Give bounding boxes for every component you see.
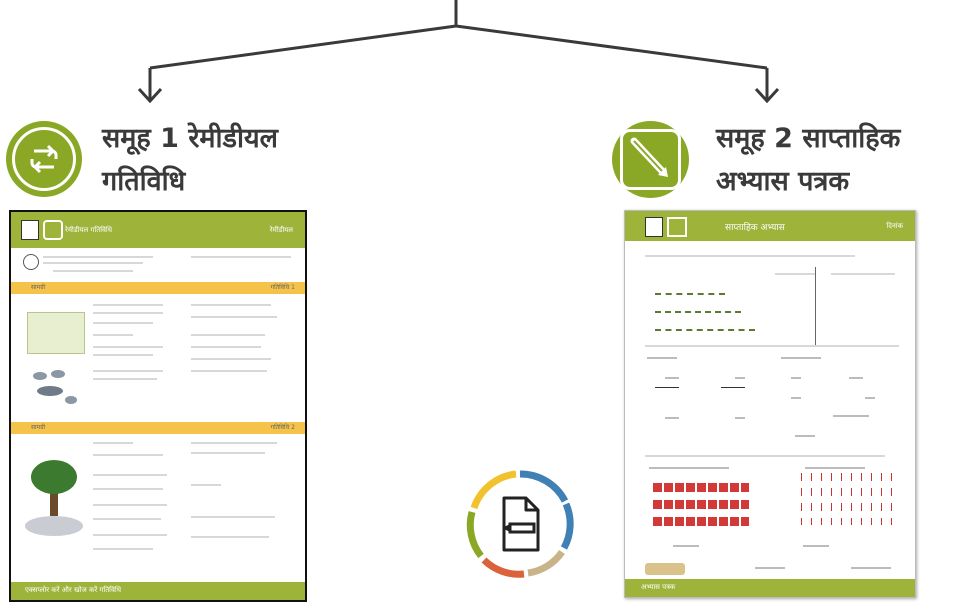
worksheet-footer: एक्सप्लोर करें और खोज करें गतिविधि [11, 582, 305, 600]
worksheet-footer-text: एक्सप्लोर करें और खोज करें गतिविधि [25, 586, 122, 594]
group1-heading-line1: समूह 1 रेमीडीयल [102, 123, 278, 154]
group2-heading-line1: समूह 2 साप्ताहिक [716, 123, 901, 154]
section1-right: गतिविधि 1 [270, 284, 295, 291]
graph-image [27, 312, 85, 354]
group1-badge [6, 121, 82, 197]
calendar-icon [645, 217, 663, 237]
document-pencil-icon [502, 496, 540, 552]
pencil-note-icon [630, 137, 668, 177]
objective-icon [23, 254, 39, 270]
group2-heading-line2: अभ्यास पत्रक [716, 166, 850, 197]
stones-image [31, 368, 79, 408]
refresh-loop-icon [43, 220, 63, 240]
red-fruit-grid [653, 483, 749, 527]
worksheet-header-title: रेमीडीयल गतिविधि [65, 226, 113, 234]
refresh-loop-icon [30, 144, 58, 174]
worksheet-header-right: दिनांक [886, 222, 903, 230]
worksheet-header-title: साप्ताहिक अभ्यास [725, 223, 785, 233]
section2-right: गतिविधि 2 [270, 424, 295, 431]
group1-worksheet: रेमीडीयल गतिविधि रेमीडीयल सामग्री गतिविध… [9, 210, 307, 602]
outline-fruit-grid [801, 473, 897, 525]
group1-heading-line2: गतिविधि [102, 166, 186, 197]
group2-worksheet: साप्ताहिक अभ्यास दिनांक अभ्यास पत्रक [624, 210, 916, 598]
section1-band: सामग्री गतिविधि 1 [11, 282, 305, 294]
worksheet-header: साप्ताहिक अभ्यास दिनांक [625, 211, 915, 241]
branch-connector [137, 0, 780, 104]
dotted-table [655, 291, 755, 341]
section1-label: सामग्री [31, 284, 46, 291]
pencil-note-icon [667, 217, 687, 237]
section2-band: सामग्री गतिविधि 2 [11, 422, 305, 434]
worksheet-footer: अभ्यास पत्रक [625, 579, 915, 597]
worksheet-header: रेमीडीयल गतिविधि रेमीडीयल [11, 212, 305, 248]
worksheet-header-right: रेमीडीयल [269, 226, 293, 234]
section2-label: सामग्री [31, 424, 46, 431]
group2-badge [612, 121, 689, 198]
worksheet-footer-text: अभ्यास पत्रक [641, 583, 676, 591]
calendar-icon [21, 220, 39, 240]
apple-tree-image [25, 460, 83, 536]
footer-icons [645, 563, 685, 575]
